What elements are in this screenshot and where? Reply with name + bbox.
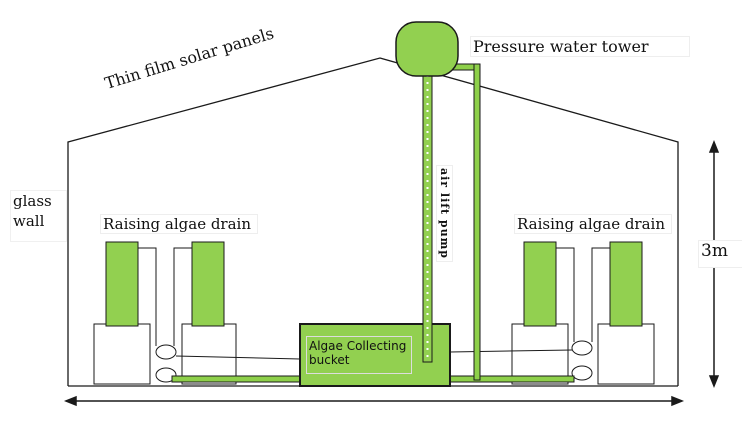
right-valve-lower xyxy=(571,365,593,381)
left-drain-assembly xyxy=(93,241,301,385)
air-lift-pump-label: air lift pump xyxy=(436,165,453,262)
pressure-tower-label: Pressure water tower xyxy=(470,36,690,57)
glass-wall-line-1: glass xyxy=(13,192,52,210)
left-drain-base-1 xyxy=(93,323,151,385)
width-arrow xyxy=(63,395,685,407)
bucket-label: Algae Collecting bucket xyxy=(306,336,412,374)
glass-wall-label: glass wall xyxy=(10,190,67,242)
right-drain-base-2 xyxy=(597,323,655,385)
left-drain-base-2 xyxy=(181,323,237,385)
left-drain-tank-1 xyxy=(105,241,139,327)
pressure-tower xyxy=(395,21,459,77)
right-drain-tank-2 xyxy=(609,241,643,327)
greenhouse-roof-walls xyxy=(67,57,679,386)
left-valve-lower xyxy=(155,367,177,383)
right-drain-tank-1 xyxy=(523,241,557,327)
right-valve-upper xyxy=(571,340,593,356)
right-drain-base-1 xyxy=(511,323,569,385)
height-label: 3m xyxy=(698,240,742,268)
glass-wall-line-2: wall xyxy=(13,212,45,230)
left-valve-upper xyxy=(155,344,177,360)
drain-left-label: Raising algae drain xyxy=(100,214,259,234)
drain-right-label: Raising algae drain xyxy=(514,214,673,234)
right-drain-assembly xyxy=(449,241,655,385)
air-lift-pipe xyxy=(422,35,433,363)
left-drain-tank-2 xyxy=(191,241,225,327)
